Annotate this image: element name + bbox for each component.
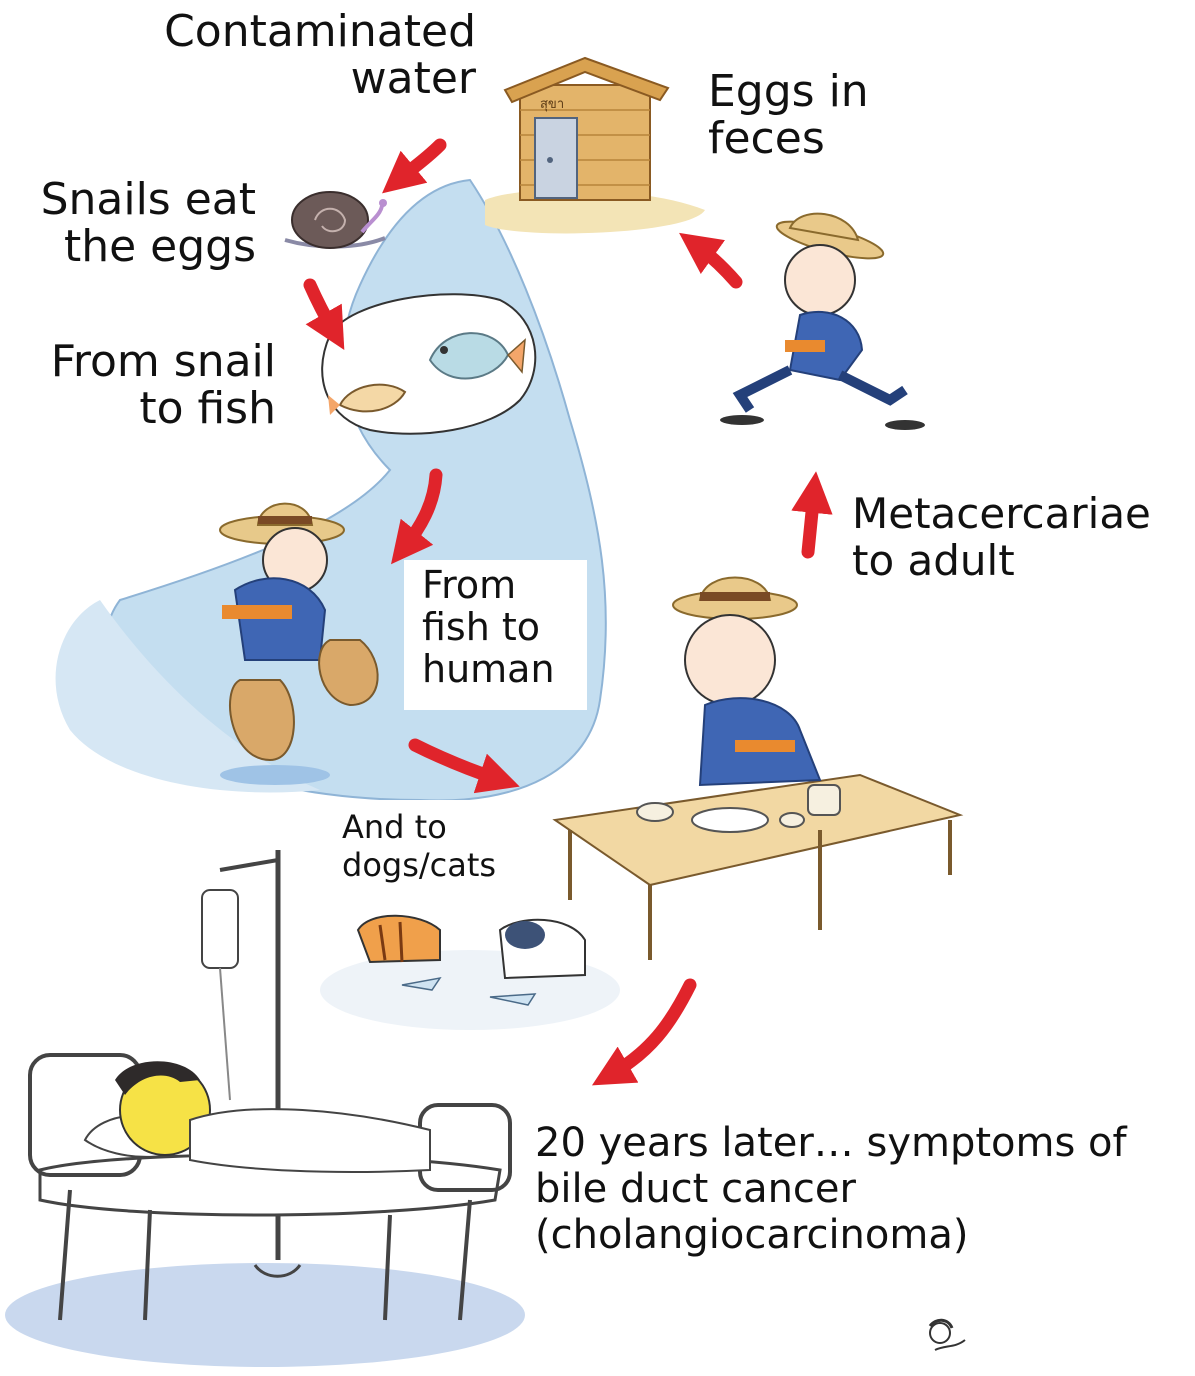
- patient-in-hospital-bed: [30, 850, 510, 1320]
- label-dogs-cats: And to dogs/cats: [342, 808, 496, 884]
- label-snail-to-fish: From snail to fish: [20, 338, 276, 432]
- label-snails-eat-eggs: Snails eat the eggs: [20, 176, 256, 270]
- eating-man-at-table: [555, 578, 960, 961]
- toilet-hut: สุขา: [485, 58, 705, 233]
- label-line: 20 years later… symptoms of: [535, 1120, 1127, 1166]
- label-line: human: [422, 648, 555, 690]
- label-line: the eggs: [20, 223, 256, 270]
- arrow-to-hospital: [610, 985, 690, 1075]
- label-line: And to: [342, 808, 496, 846]
- label-line: feces: [708, 115, 869, 162]
- label-line: From: [422, 564, 555, 606]
- label-line: to fish: [20, 385, 276, 432]
- label-line: Contaminated: [120, 8, 476, 55]
- label-line: (cholangiocarcinoma): [535, 1212, 1127, 1258]
- label-symptoms: 20 years later… symptoms of bile duct ca…: [535, 1120, 1127, 1258]
- arrow-metacercariae: [808, 492, 814, 552]
- label-line: Eggs in: [708, 68, 869, 115]
- label-line: bile duct cancer: [535, 1166, 1127, 1212]
- label-eggs-in-feces: Eggs in feces: [708, 68, 869, 162]
- artist-signature-doodle: [930, 1320, 965, 1350]
- arrow-water-to-snail: [398, 145, 440, 180]
- hospital-floor-shadow: [5, 1263, 525, 1367]
- label-line: to adult: [852, 537, 1151, 584]
- arrow-to-toilet: [696, 245, 736, 282]
- fish-bubble: [322, 294, 535, 434]
- label-metacercariae: Metacercariae to adult: [852, 490, 1151, 584]
- label-line: Snails eat: [20, 176, 256, 223]
- label-line: fish to: [422, 606, 555, 648]
- label-fish-to-human: From fish to human: [422, 564, 555, 690]
- running-man-figure: [720, 214, 925, 430]
- label-line: water: [120, 55, 476, 102]
- label-line: From snail: [20, 338, 276, 385]
- arrow-snail-to-fish: [310, 285, 334, 332]
- snail-illustration: [285, 192, 387, 248]
- label-line: Metacercariae: [852, 490, 1151, 537]
- label-contaminated-water: Contaminated water: [120, 8, 476, 102]
- toilet-sign-text: สุขา: [540, 97, 564, 112]
- label-line: dogs/cats: [342, 846, 496, 884]
